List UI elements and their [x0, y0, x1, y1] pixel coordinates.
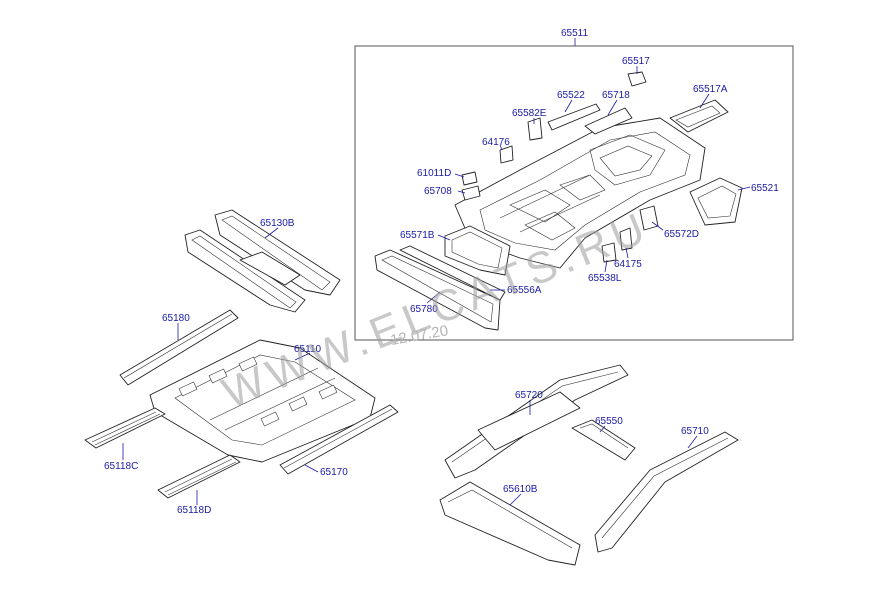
part-label-65780[interactable]: 65780 — [410, 304, 438, 315]
part-label-65118c[interactable]: 65118C — [104, 461, 138, 472]
rear-floor-pan-drawing — [454, 117, 706, 269]
front-floor-pan-65110 — [149, 339, 376, 463]
part-label-65572d[interactable]: 65572D — [664, 229, 699, 240]
part-label-64176[interactable]: 64176 — [482, 137, 510, 148]
side-sill-65180 — [119, 309, 239, 386]
part-label-65718[interactable]: 65718 — [602, 90, 630, 101]
side-sill-65170 — [279, 404, 399, 475]
part-label-65550[interactable]: 65550 — [595, 416, 623, 427]
part-label-65521[interactable]: 65521 — [751, 183, 779, 194]
part-label-65582e[interactable]: 65582E — [512, 108, 547, 119]
rear-floor-group-frame: 65511 — [354, 28, 794, 341]
part-label-65110[interactable]: 65110 — [294, 344, 322, 355]
rear-floor-small-parts — [374, 71, 743, 331]
bracket-65550 — [571, 419, 636, 461]
part-label-65517[interactable]: 65517 — [622, 56, 650, 67]
leader-lines — [122, 66, 751, 506]
part-label-65170[interactable]: 65170 — [320, 467, 348, 478]
part-label-65720[interactable]: 65720 — [515, 390, 543, 401]
rear-frame-65720 — [444, 364, 629, 479]
part-label-65118d[interactable]: 65118D — [177, 505, 211, 516]
part-labels: 65517 65522 65718 65517A 65582E 64176 61… — [104, 56, 779, 516]
rear-crossmember-65610b — [439, 481, 581, 566]
part-label-65522[interactable]: 65522 — [557, 90, 585, 101]
part-label-64175[interactable]: 64175 — [614, 259, 642, 270]
part-label-65556a[interactable]: 65556A — [507, 285, 542, 296]
part-label-65180[interactable]: 65180 — [162, 313, 190, 324]
rear-member-65710 — [594, 431, 739, 553]
part-label-65571b[interactable]: 65571B — [400, 230, 435, 241]
step-plates — [84, 407, 241, 499]
part-label-65538l[interactable]: 65538L — [588, 273, 622, 284]
part-label-65130b[interactable]: 65130B — [260, 218, 295, 229]
part-label-65610b[interactable]: 65610B — [503, 484, 538, 495]
part-label-65708[interactable]: 65708 — [424, 186, 452, 197]
side-member-65130b — [184, 209, 341, 313]
part-label-65710[interactable]: 65710 — [681, 426, 709, 437]
part-label-65517a[interactable]: 65517A — [693, 84, 728, 95]
group-label[interactable]: 65511 — [561, 28, 589, 39]
part-label-61011d[interactable]: 61011D — [417, 168, 451, 179]
